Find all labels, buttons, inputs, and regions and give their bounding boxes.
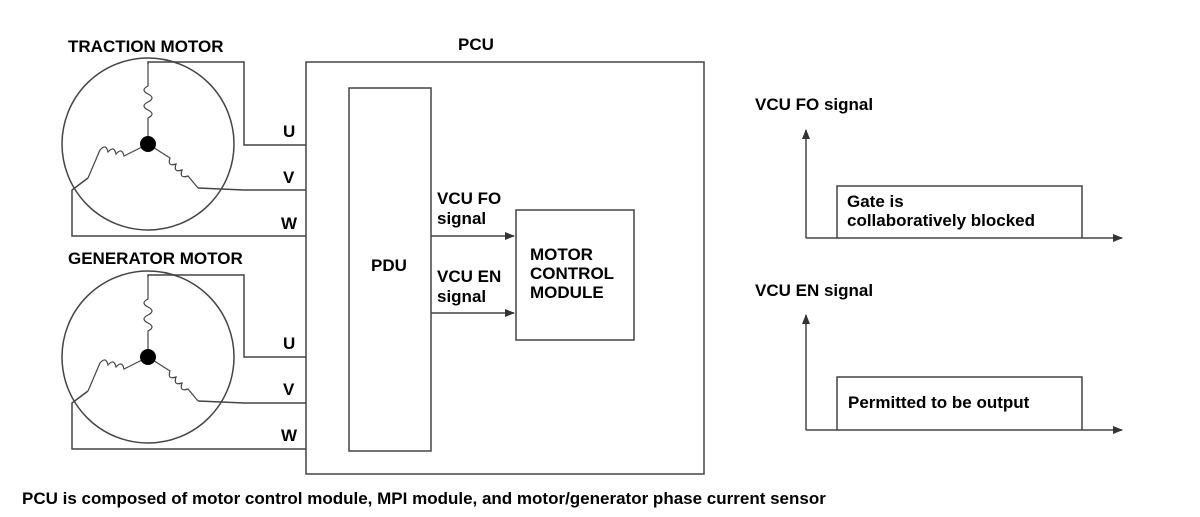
pcu-box [305, 61, 705, 475]
pcu-title: PCU [458, 35, 494, 54]
vcu-en-label-line1: VCU EN [437, 267, 501, 286]
en-pulse-label: Permitted to be output [848, 393, 1030, 412]
traction-lead-u [147, 61, 306, 146]
mcm-label-line1: MOTOR [530, 245, 593, 264]
vcu-en-graph-title: VCU EN signal [755, 281, 873, 300]
generator-motor-windings-icon [87, 277, 199, 402]
traction-motor-title: TRACTION MOTOR [68, 37, 224, 56]
generator-motor: GENERATOR MOTOR U V W [61, 249, 306, 450]
traction-phase-v: V [283, 168, 295, 187]
traction-phase-u: U [283, 122, 295, 141]
traction-motor-stator [61, 57, 235, 231]
pcu-block: PCU PDU MOTOR CONTROL MODULE VCU FO sign… [305, 35, 705, 475]
traction-lead-v [197, 187, 306, 191]
generator-motor-stator [61, 270, 235, 444]
mcm-label-line3: MODULE [530, 283, 604, 302]
generator-lead-u [147, 274, 306, 358]
vcu-fo-label-line1: VCU FO [437, 189, 501, 208]
generator-phase-u: U [283, 334, 295, 353]
vcu-en-label-line2: signal [437, 287, 486, 306]
vcu-fo-signal-graph: VCU FO signal Gate is collaboratively bl… [755, 95, 1123, 242]
fo-pulse-label-line2: collaboratively blocked [847, 211, 1035, 230]
traction-motor: TRACTION MOTOR U V W [61, 37, 306, 237]
pdu-box [348, 87, 432, 452]
generator-phase-v: V [283, 380, 295, 399]
vcu-en-signal-graph: VCU EN signal Permitted to be output [755, 281, 1123, 434]
vcu-fo-label-line2: signal [437, 209, 486, 228]
traction-motor-windings-icon [87, 64, 199, 189]
vcu-fo-graph-title: VCU FO signal [755, 95, 873, 114]
fo-pulse [836, 185, 1083, 238]
traction-lead-w [71, 177, 306, 237]
generator-motor-title: GENERATOR MOTOR [68, 249, 243, 268]
generator-lead-w [71, 390, 306, 450]
en-pulse [836, 376, 1083, 430]
pdu-label: PDU [371, 256, 407, 275]
mcm-label-line2: CONTROL [530, 264, 614, 283]
motor-control-module-box [515, 209, 635, 341]
generator-phase-w: W [281, 426, 298, 445]
generator-lead-v [197, 400, 306, 404]
fo-pulse-label-line1: Gate is [847, 192, 904, 211]
figure-caption: PCU is composed of motor control module,… [22, 489, 826, 508]
traction-phase-w: W [281, 214, 298, 233]
